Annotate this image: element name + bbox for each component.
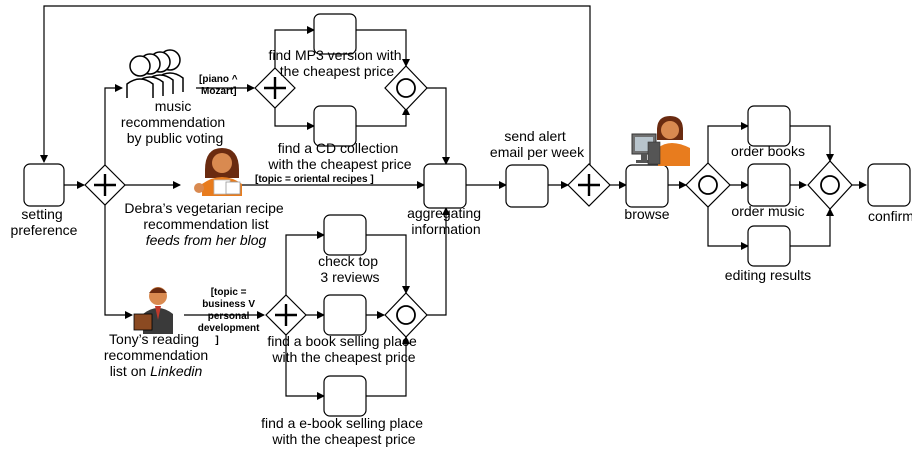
task-confirm[interactable] (867, 163, 911, 207)
label-cd-2: with the cheapest price (267, 156, 411, 172)
cond-business-2: business V (202, 299, 255, 310)
label-tony-2: recommendation (104, 347, 208, 363)
label-tony-3-italic: Linkedin (150, 363, 202, 379)
edge-cd-to-gw3 (356, 107, 410, 127)
label-debra-italic: feeds from her blog (146, 232, 267, 248)
edge-gw2-to-mp3 (274, 26, 315, 68)
label-setting-preference-2: preference (11, 222, 78, 238)
svg-text:Tony’s reading recommend: Tony’s reading recommendation (104, 331, 208, 363)
task-find-mp3[interactable] (313, 13, 357, 55)
edge-reviews-to-gw5 (366, 234, 410, 294)
edge-books-to-gw8 (790, 125, 834, 162)
svg-text:[piano ^ Mozart]: [piano ^ Mozart] (199, 74, 240, 97)
label-browse: browse (624, 206, 669, 222)
inclusive-gateway-order-join[interactable] (807, 160, 853, 210)
svg-text:music recommendation: music recommendation by public voting (121, 98, 229, 146)
label-mp3-2: the cheapest price (280, 63, 395, 79)
label-music-1: music (155, 98, 192, 114)
parallel-gateway-split[interactable] (84, 164, 126, 206)
cond-oriental: [topic = oriental recipes ] (255, 174, 374, 185)
task-find-ebook[interactable] (323, 375, 367, 417)
cond-piano-1: [piano ^ (199, 74, 238, 85)
edge-split-to-music (104, 84, 123, 165)
label-book-2: with the cheapest price (271, 349, 415, 365)
edge-ebook-to-gw5 (366, 336, 410, 397)
edge-editing-to-gw8 (790, 208, 834, 247)
label-tony-3: list on (110, 363, 150, 379)
label-setting-preference-1: setting (21, 206, 62, 222)
label-reviews-2: 3 reviews (320, 269, 379, 285)
parallel-gateway-music[interactable] (254, 67, 296, 109)
label-reviews-1: check top (318, 253, 378, 269)
task-check-reviews[interactable] (323, 214, 367, 256)
label-ebook-1: find a e-book selling place (261, 415, 423, 431)
woman-cook-icon (194, 148, 242, 196)
svg-text:find a book selling place: find a book selling place with the cheap… (267, 333, 420, 365)
cond-business-4: development (198, 323, 260, 334)
svg-text:find a e-book selling place: find a e-book selling place with the che… (261, 415, 427, 447)
cond-business-3: personal (208, 311, 250, 322)
label-aggregating-2: information (411, 221, 480, 237)
label-send-alert-2: email per week (490, 144, 585, 160)
computer-user-icon (631, 116, 690, 166)
edge-mp3-to-gw3 (356, 29, 410, 67)
label-music-2: recommendation (121, 114, 225, 130)
task-setting-preference[interactable] (23, 163, 65, 207)
edge-gw7-to-editing (707, 207, 749, 250)
edge-gw4-to-reviews (285, 231, 325, 295)
task-find-book[interactable] (323, 294, 367, 336)
task-find-cd[interactable] (313, 105, 357, 147)
inclusive-gateway-music-join[interactable] (384, 65, 428, 111)
cond-piano-2: Mozart] (201, 86, 237, 97)
parallel-gateway-alert[interactable] (567, 163, 611, 207)
task-send-alert[interactable] (505, 164, 549, 208)
inclusive-gateway-order-split[interactable] (685, 162, 731, 208)
edge-gw7-to-books (707, 122, 749, 163)
label-music-3: by public voting (127, 130, 224, 146)
edge-gw4-to-ebook (285, 335, 325, 400)
label-ebook-2: with the cheapest price (271, 431, 415, 447)
edge-gw2-to-cd (274, 108, 315, 130)
label-cd-1: find a CD collection (278, 140, 399, 156)
label-order-books: order books (731, 143, 805, 159)
svg-text:setting preference: setting preference (11, 206, 78, 238)
parallel-gateway-reading[interactable] (265, 294, 307, 336)
task-order-books[interactable] (747, 105, 791, 147)
text-labels: setting preference music recommendation … (11, 47, 912, 447)
cond-business-5: ] (215, 335, 218, 346)
crowd-icon (126, 49, 184, 98)
label-debra-1: Debra’s vegetarian recipe (124, 200, 283, 216)
businessman-icon (133, 287, 173, 334)
edge-split-to-tony (104, 205, 133, 319)
label-debra-2: recommendation list (143, 216, 268, 232)
svg-text:find a CD collection wit: find a CD collection with the cheapest p… (267, 140, 411, 172)
task-aggregating[interactable] (423, 163, 467, 209)
loop-back-edge (40, 5, 591, 168)
label-editing-results: editing results (725, 267, 811, 283)
label-send-alert-1: send alert (504, 128, 566, 144)
cond-business-1: [topic = (211, 287, 247, 298)
svg-text:aggregating information: aggregating information (407, 205, 485, 237)
label-aggregating-1: aggregating (407, 205, 481, 221)
label-tony-1: Tony’s reading (109, 331, 199, 347)
label-mp3-1: find MP3 version with (269, 47, 402, 63)
label-order-music: order music (731, 203, 804, 219)
inclusive-gateway-reading-join[interactable] (384, 292, 428, 338)
edge-gw3-to-aggregating (427, 87, 450, 165)
task-order-music[interactable] (747, 163, 791, 207)
label-book-1: find a book selling place (267, 333, 417, 349)
svg-text:Debra’s vegetarian recipe: Debra’s vegetarian recipe recommendation… (124, 200, 287, 232)
task-browse[interactable] (625, 164, 669, 208)
svg-text:check top 3 reviews: check top 3 reviews (318, 253, 382, 285)
svg-text:[topic = business V: [topic = business V personal development… (198, 287, 262, 346)
svg-text:send alert email per wee: send alert email per week (490, 128, 585, 160)
svg-text:find MP3 version with th: find MP3 version with the cheapest price (269, 47, 406, 79)
svg-text:list on Linkedin: list on Linkedin (110, 363, 203, 379)
edges (40, 5, 867, 400)
edge-gw5-to-aggregating (427, 207, 450, 316)
label-confirm: confirm (868, 208, 912, 224)
task-editing-results[interactable] (747, 225, 791, 267)
